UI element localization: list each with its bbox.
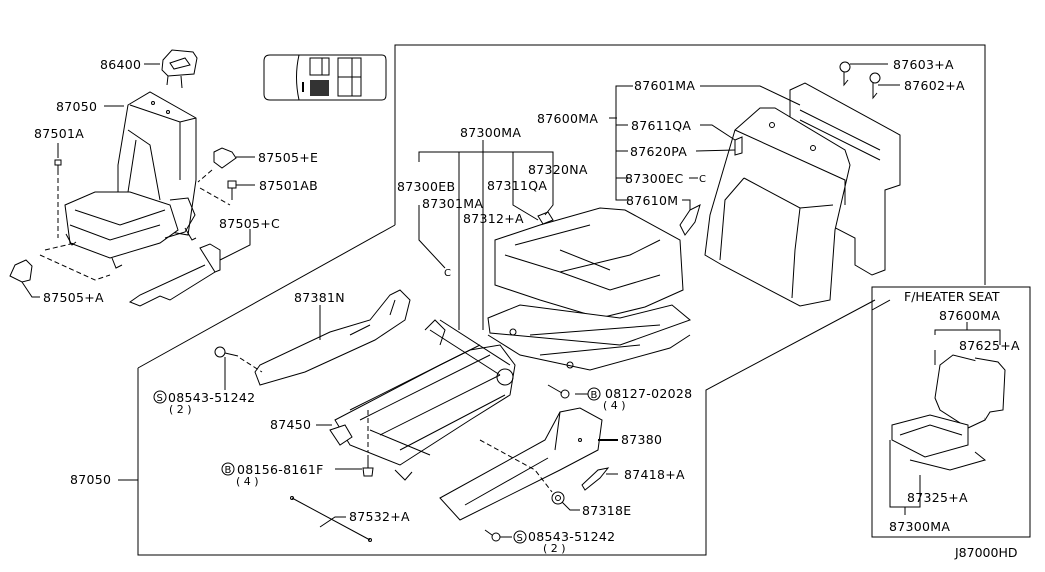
label-87505c: 87505+C bbox=[219, 216, 280, 231]
circle-marks: S B B S C C bbox=[153, 174, 706, 544]
label-08127: 08127-02028 bbox=[605, 386, 692, 401]
label-87620pa: 87620PA bbox=[630, 144, 687, 159]
finisher-87381n-icon bbox=[254, 289, 411, 386]
label-08156: 08156-8161F bbox=[237, 462, 324, 477]
seat-assembly-illustration bbox=[9, 49, 237, 307]
label-87611qa: 87611QA bbox=[631, 118, 691, 133]
label-87600ma: 87600MA bbox=[537, 111, 598, 126]
label-87300ma: 87300MA bbox=[460, 125, 521, 140]
clip-87603a-icon bbox=[839, 61, 851, 87]
bolt-87501ab-icon bbox=[227, 180, 237, 200]
b-mark-08156: B bbox=[221, 462, 235, 476]
label-08543-bottom: 08543-51242 bbox=[528, 529, 615, 544]
label-87380: 87380 bbox=[621, 432, 662, 447]
inset-title: F/HEATER SEAT bbox=[904, 289, 1000, 304]
c-mark-cushion: C bbox=[444, 268, 451, 279]
label-87505a: 87505+A bbox=[43, 290, 104, 305]
label-87532a: 87532+A bbox=[349, 509, 410, 524]
vehicle-position-icon bbox=[263, 54, 387, 101]
clip-87312a-icon bbox=[537, 211, 554, 225]
svg-text:B: B bbox=[225, 465, 232, 476]
seatback-illustration bbox=[679, 61, 901, 307]
qty-08543-bottom: ( 2 ) bbox=[543, 542, 566, 555]
label-87501ab: 87501AB bbox=[259, 178, 318, 193]
frame-lines bbox=[118, 44, 1031, 556]
label-86400: 86400 bbox=[100, 57, 141, 72]
highlighted-seat-icon bbox=[310, 80, 329, 96]
seat-adjuster-illustration bbox=[214, 289, 610, 542]
bolt-87501a-icon bbox=[54, 159, 62, 175]
screw-08543-bottom-icon bbox=[484, 529, 501, 542]
label-87301ma: 87301MA bbox=[422, 196, 483, 211]
seat-cushion-illustration bbox=[487, 207, 691, 371]
part-labels: 86400 87050 87501A 87505+E 87501AB 87505… bbox=[34, 57, 1020, 560]
label-inset-87325a: 87325+A bbox=[907, 490, 968, 505]
label-87312a: 87312+A bbox=[463, 211, 524, 226]
heater-seat-illustration bbox=[891, 354, 1006, 471]
qty-08127: ( 4 ) bbox=[603, 399, 626, 412]
label-87602a: 87602+A bbox=[904, 78, 965, 93]
svg-text:S: S bbox=[157, 393, 163, 404]
bracket-87610m-icon bbox=[679, 204, 701, 236]
label-08543-left: 08543-51242 bbox=[168, 390, 255, 405]
svg-text:S: S bbox=[517, 533, 523, 544]
label-87050-top: 87050 bbox=[56, 99, 97, 114]
label-87603a: 87603+A bbox=[893, 57, 954, 72]
clip-87318e-icon bbox=[551, 491, 565, 505]
cover-87505a-icon bbox=[9, 259, 33, 283]
label-inset-87625a: 87625+A bbox=[959, 338, 1020, 353]
label-87300ec: 87300EC bbox=[625, 171, 684, 186]
label-87450: 87450 bbox=[270, 417, 311, 432]
label-87381n: 87381N bbox=[294, 290, 345, 305]
label-87311qa: 87311QA bbox=[487, 178, 547, 193]
c-mark-back: C bbox=[699, 174, 706, 185]
clip-87602a-icon bbox=[869, 72, 881, 100]
qty-08156: ( 4 ) bbox=[236, 475, 259, 488]
bolt-08127-icon bbox=[547, 384, 570, 399]
b-mark-08127: B bbox=[587, 387, 601, 401]
cover-87505c-icon bbox=[128, 243, 221, 307]
label-87501a: 87501A bbox=[34, 126, 84, 141]
label-87320na: 87320NA bbox=[528, 162, 588, 177]
drawing-code: J87000HD bbox=[954, 545, 1017, 560]
bolt-08156-icon bbox=[362, 455, 374, 477]
qty-08543-left: ( 2 ) bbox=[169, 403, 192, 416]
screw-08543-left-icon bbox=[214, 346, 239, 358]
label-87050-left: 87050 bbox=[70, 472, 111, 487]
leader-lines bbox=[21, 63, 1001, 538]
label-inset-87600ma: 87600MA bbox=[939, 308, 1000, 323]
label-inset-87300ma: 87300MA bbox=[889, 519, 950, 534]
label-87318e: 87318E bbox=[582, 503, 631, 518]
s-mark-left: S bbox=[153, 390, 167, 404]
finisher-87380-icon bbox=[439, 407, 603, 521]
knob-87418a-icon bbox=[581, 467, 610, 491]
label-87505e: 87505+E bbox=[258, 150, 318, 165]
label-87610m: 87610M bbox=[626, 193, 678, 208]
wire-87532a-icon bbox=[290, 496, 372, 542]
svg-text:B: B bbox=[591, 390, 598, 401]
label-87418a: 87418+A bbox=[624, 467, 685, 482]
hook-87620pa-icon bbox=[734, 136, 743, 156]
s-mark-bottom: S bbox=[513, 530, 527, 544]
bracket-87505e-icon bbox=[213, 147, 237, 169]
label-87300eb: 87300EB bbox=[397, 179, 455, 194]
label-87601ma: 87601MA bbox=[634, 78, 695, 93]
